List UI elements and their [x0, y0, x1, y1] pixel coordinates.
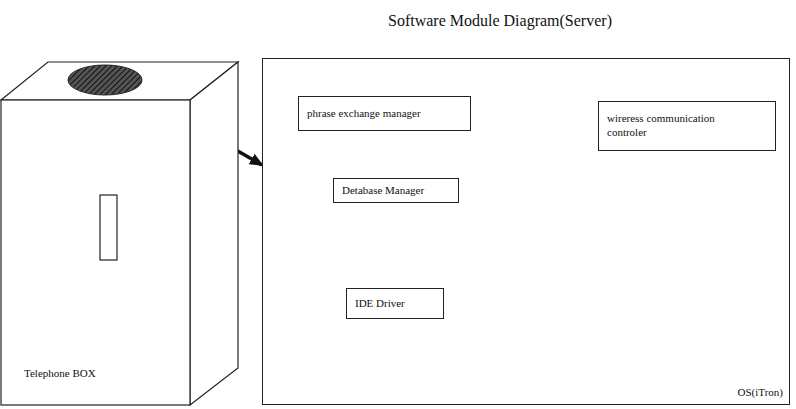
telephone-box-drawing: [0, 58, 240, 406]
module-box: phrase exchange manager: [298, 96, 471, 131]
module-box: IDE Driver: [346, 288, 444, 319]
diagram-title: Software Module Diagram(Server): [300, 12, 700, 30]
module-name: Detabase Manager: [342, 184, 424, 198]
module-box: Detabase Manager: [333, 178, 459, 203]
module-name: phrase exchange manager: [307, 107, 421, 121]
module-box: wireress communication controler: [598, 101, 776, 151]
os-label: OS(iTron): [738, 386, 783, 400]
module-name: wireress communication controler: [607, 112, 757, 140]
telephone-box: Telephone BOX: [0, 58, 240, 406]
os-frame: phrase exchange manager wireress communic…: [262, 58, 790, 405]
box-label: Telephone BOX: [24, 367, 96, 381]
module-name: IDE Driver: [355, 297, 405, 311]
